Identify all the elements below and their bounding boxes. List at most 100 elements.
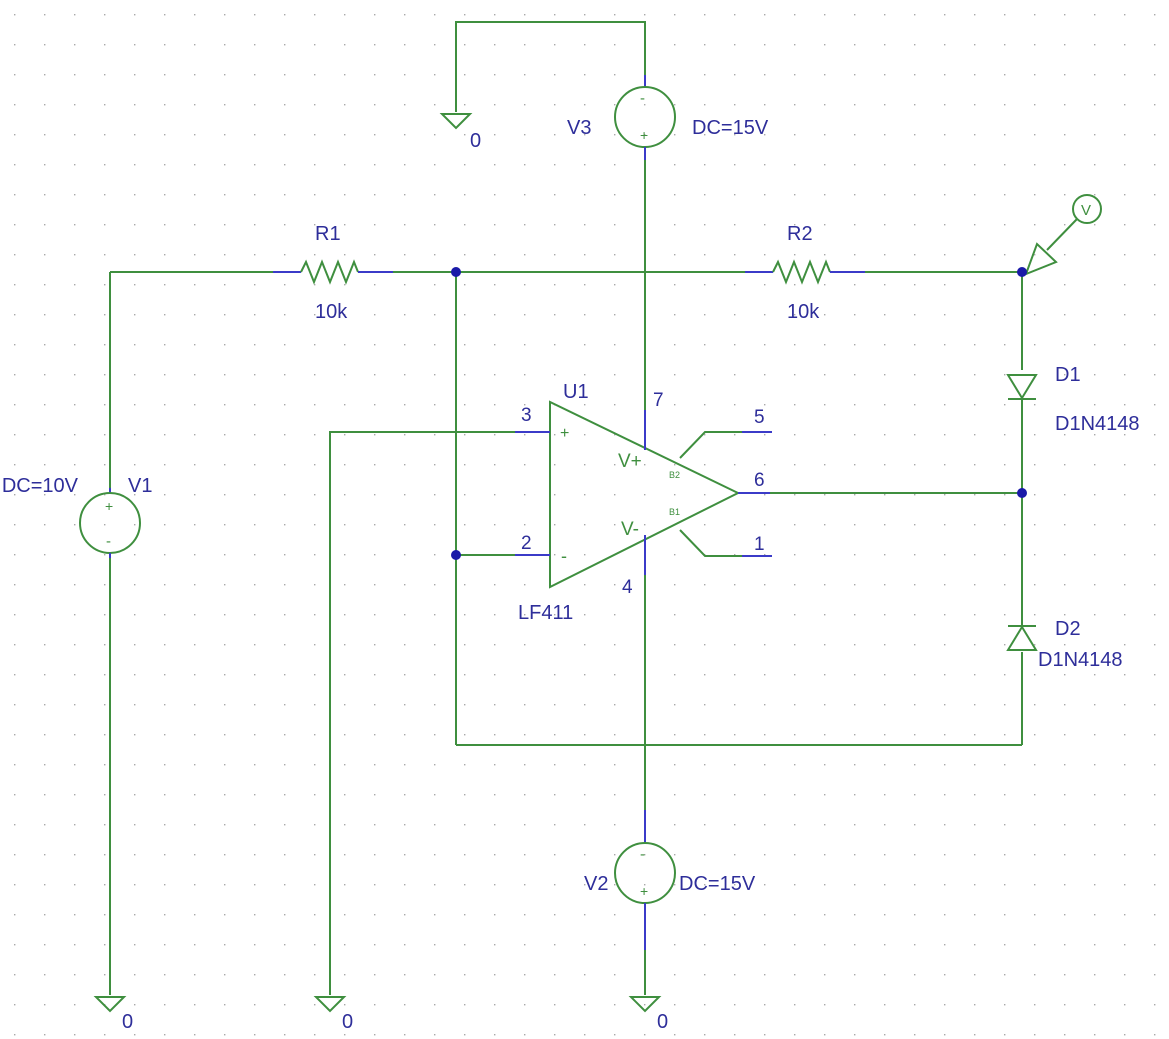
grid-dot: [1154, 314, 1156, 316]
grid-dot: [584, 584, 586, 586]
grid-dot: [764, 404, 766, 406]
grid-dot: [854, 254, 856, 256]
grid-dot: [434, 854, 436, 856]
grid-dot: [104, 824, 106, 826]
grid-dot: [254, 914, 256, 916]
grid-dot: [674, 44, 676, 46]
grid-dot: [404, 404, 406, 406]
grid-dot: [1124, 824, 1126, 826]
grid-dot: [914, 194, 916, 196]
grid-dot: [614, 284, 616, 286]
opamp-u1[interactable]: + - V+ V- B2 B1 3 2 7 4 6 5 1 U1 LF411: [515, 381, 772, 624]
grid-dot: [374, 104, 376, 106]
grid-dot: [674, 14, 676, 16]
grid-dot: [584, 944, 586, 946]
voltage-source-v3[interactable]: - + V3 DC=15V: [567, 75, 769, 160]
grid-dot: [404, 1034, 406, 1036]
grid-dot: [1034, 314, 1036, 316]
grid-dot: [524, 974, 526, 976]
grid-dot: [704, 704, 706, 706]
grid-dot: [494, 944, 496, 946]
grid-dot: [494, 734, 496, 736]
grid-dot: [914, 104, 916, 106]
grid-dot: [1124, 1034, 1126, 1036]
grid-dot: [494, 764, 496, 766]
grid-dot: [104, 704, 106, 706]
grid-dot: [944, 224, 946, 226]
grid-dot: [914, 974, 916, 976]
voltage-source-v2[interactable]: - + V2 DC=15V: [584, 810, 756, 950]
grid-dot: [674, 434, 676, 436]
grid-dot: [164, 674, 166, 676]
grid-dot: [734, 584, 736, 586]
grid-dot: [614, 614, 616, 616]
grid-dot: [704, 944, 706, 946]
grid-dot: [764, 104, 766, 106]
grid-dot: [524, 884, 526, 886]
grid-dot: [884, 74, 886, 76]
grid-dot: [344, 584, 346, 586]
grid-dot: [794, 584, 796, 586]
grid-dot: [314, 554, 316, 556]
grid-dot: [914, 74, 916, 76]
grid-dot: [1064, 554, 1066, 556]
diode-d2[interactable]: D2 D1N4148: [1006, 618, 1123, 671]
grid-dot: [194, 224, 196, 226]
grid-dot: [464, 824, 466, 826]
grid-dot: [44, 974, 46, 976]
grid-dot: [674, 224, 676, 226]
grid-dot: [854, 314, 856, 316]
grid-dot: [404, 284, 406, 286]
grid-dot: [164, 644, 166, 646]
grid-dot: [914, 614, 916, 616]
grid-dot: [344, 884, 346, 886]
grid-dot: [44, 464, 46, 466]
grid-dot: [884, 824, 886, 826]
grid-dot: [854, 644, 856, 646]
u1-plus-sign: +: [560, 425, 569, 442]
grid-dot: [584, 344, 586, 346]
grid-dot: [404, 344, 406, 346]
grid-dot: [344, 464, 346, 466]
grid-dot: [314, 644, 316, 646]
grid-dot: [584, 824, 586, 826]
grid-dot: [944, 344, 946, 346]
voltage-source-v1[interactable]: + - V1 DC=10V: [2, 475, 153, 558]
voltage-probe[interactable]: V: [1024, 194, 1102, 276]
grid-dot: [734, 1034, 736, 1036]
grid-dot: [434, 374, 436, 376]
grid-dot: [1094, 524, 1096, 526]
grid-dot: [1004, 974, 1006, 976]
grid-dot: [584, 314, 586, 316]
ground-v3-label: 0: [470, 130, 481, 152]
resistor-r2[interactable]: R2 10k: [745, 223, 865, 323]
diode-d1[interactable]: D1 D1N4148: [1006, 364, 1140, 435]
grid-dot: [1004, 824, 1006, 826]
grid-dot: [194, 614, 196, 616]
grid-dot: [854, 614, 856, 616]
grid-dot: [614, 374, 616, 376]
grid-dot: [794, 344, 796, 346]
grid-dot: [494, 434, 496, 436]
grid-dot: [1004, 464, 1006, 466]
grid-dot: [134, 434, 136, 436]
grid-dot: [254, 404, 256, 406]
grid-dot: [1094, 314, 1096, 316]
grid-dot: [584, 794, 586, 796]
grid-dot: [884, 434, 886, 436]
grid-dot: [1004, 314, 1006, 316]
grid-dot: [704, 284, 706, 286]
grid-dot: [14, 704, 16, 706]
grid-dot: [944, 884, 946, 886]
grid-dot: [794, 494, 796, 496]
grid-dot: [374, 914, 376, 916]
grid-dot: [734, 734, 736, 736]
resistor-r1[interactable]: R1 10k: [273, 223, 393, 323]
grid-dot: [254, 794, 256, 796]
grid-dot: [194, 344, 196, 346]
grid-dot: [374, 524, 376, 526]
grid-dot: [1064, 584, 1066, 586]
grid-dot: [374, 644, 376, 646]
grid-dot: [734, 374, 736, 376]
grid-dot: [914, 1034, 916, 1036]
